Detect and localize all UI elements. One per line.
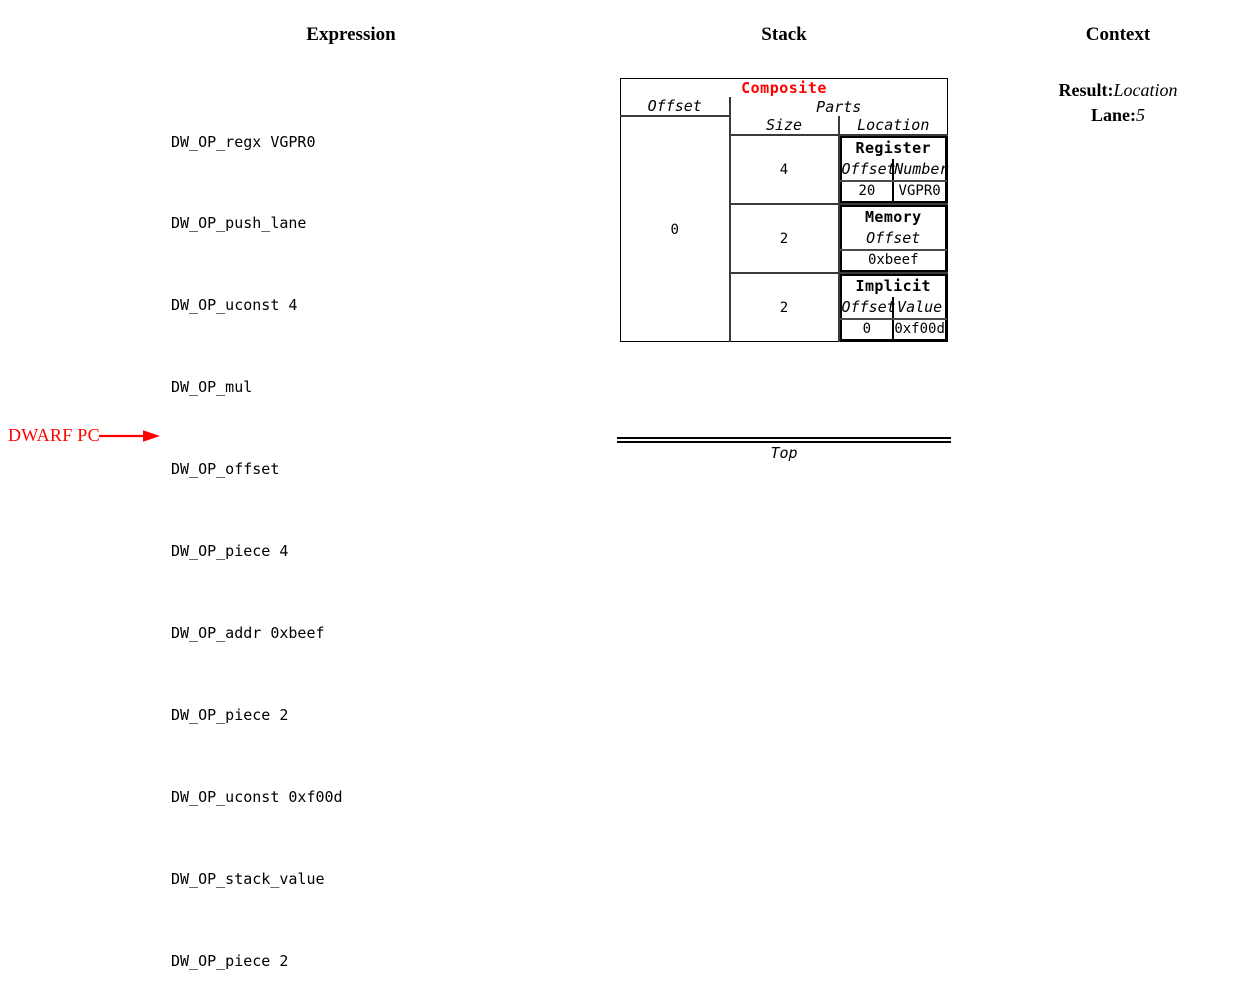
location-title-row: Implicit <box>841 275 947 297</box>
expression-operation: DW_OP_piece 2 <box>171 705 289 724</box>
location-implicit: Implicit Offset Value 0 0xf00d <box>839 274 947 341</box>
composite-offset-value-text: 0 <box>670 222 679 238</box>
location-value-row: 0xbeef <box>841 250 947 271</box>
location-value: 0xbeef <box>867 252 919 268</box>
expression-operation: DW_OP_stack_value <box>171 869 325 888</box>
dwarf-pc-label: DWARF PC <box>8 425 100 445</box>
location-header-row: Offset Number <box>840 159 948 182</box>
arrow-right-icon <box>98 429 160 442</box>
column-heading-expression: Expression <box>306 24 396 45</box>
location-column-header: Offset <box>840 297 896 320</box>
part-size: 4 <box>729 135 840 205</box>
expression-operation: DW_OP_addr 0xbeef <box>171 623 325 642</box>
composite-subheader-row: 0 Size Location <box>620 116 948 342</box>
expression-operation: DW_OP_piece 4 <box>171 542 289 561</box>
location-value: 0xf00d <box>894 321 945 337</box>
location-header-row: Offset <box>840 228 946 251</box>
location-value: 20 <box>840 181 895 202</box>
composite-kind-title: Composite <box>741 79 827 97</box>
expression-operation: DW_OP_piece 2 <box>171 951 289 970</box>
composite-title-row: Composite <box>621 79 948 97</box>
context-key: Result: <box>1058 80 1114 100</box>
location-value-row: 0 0xf00d <box>840 319 947 340</box>
location-value: VGPR0 <box>898 183 941 199</box>
stack-entry-composite: Composite Offset Parts 0 Size Location 4… <box>620 78 948 342</box>
dwarf-pc-marker: DWARF PC <box>8 425 161 446</box>
composite-offset-value: 0 <box>620 116 731 342</box>
composite-part-row: 4 Register Offset Number 20 VGPR0 <box>621 135 948 205</box>
location-title: Implicit <box>855 277 931 295</box>
location-memory: Memory Offset 0xbeef <box>839 205 947 272</box>
part-size: 2 <box>729 204 840 274</box>
context-value: Location <box>1113 80 1178 100</box>
composite-part-row: 2 Memory Offset 0xbeef <box>621 204 948 274</box>
location-value-row: 20 VGPR0 <box>840 181 947 202</box>
location-title-row: Memory <box>841 206 947 228</box>
location-column-header: Number <box>893 159 948 182</box>
part-location-cell: Implicit Offset Value 0 0xf00d <box>839 273 948 342</box>
expression-operation: DW_OP_regx VGPR0 <box>171 132 316 151</box>
location-column-header: Offset <box>840 228 946 251</box>
expression-operation: DW_OP_push_lane <box>171 214 307 233</box>
location-register: Register Offset Number 20 VGPR0 <box>839 136 948 203</box>
composite-offset-header: Offset <box>620 97 731 117</box>
stack-diagram: Composite Offset Parts 0 Size Location 4… <box>620 78 948 342</box>
stack-top-label: Top <box>770 444 798 462</box>
composite-header-row: Offset Parts <box>620 97 948 117</box>
location-column-header: Value <box>893 297 946 320</box>
composite-parts-header: Parts <box>816 97 862 116</box>
location-title: Memory <box>864 208 922 226</box>
context-key: Lane: <box>1091 105 1136 125</box>
column-heading-stack: Stack <box>761 24 807 45</box>
expression-operation-list: DW_OP_regx VGPR0 DW_OP_push_lane DW_OP_u… <box>171 74 343 1000</box>
stack-top-divider <box>617 437 951 443</box>
part-size-header: Size <box>729 116 840 136</box>
context-value: 5 <box>1136 105 1145 125</box>
context-block: Result:Location Lane:5 <box>1000 78 1236 128</box>
location-column-header: Offset <box>840 159 896 182</box>
location-title-row: Register <box>841 137 947 159</box>
expression-operation: DW_OP_mul <box>171 378 253 397</box>
composite-part-row: 2 Implicit Offset Value 0 0xf00d <box>621 273 948 342</box>
location-title: Register <box>855 139 931 157</box>
expression-operation: DW_OP_uconst 4 <box>171 296 298 315</box>
context-row-lane: Lane:5 <box>1000 103 1236 128</box>
part-location-header: Location <box>838 116 948 136</box>
context-row-result: Result:Location <box>1000 78 1236 103</box>
column-heading-context: Context <box>1085 24 1151 45</box>
expression-operation: DW_OP_uconst 0xf00d <box>171 787 343 806</box>
location-header-row: Offset Value <box>840 297 946 320</box>
part-size: 2 <box>729 273 840 342</box>
part-location-cell: Memory Offset 0xbeef <box>838 204 948 274</box>
location-value: 0 <box>840 319 895 340</box>
expression-operation: DW_OP_offset <box>171 460 280 479</box>
part-location-cell: Register Offset Number 20 VGPR0 <box>838 135 948 205</box>
